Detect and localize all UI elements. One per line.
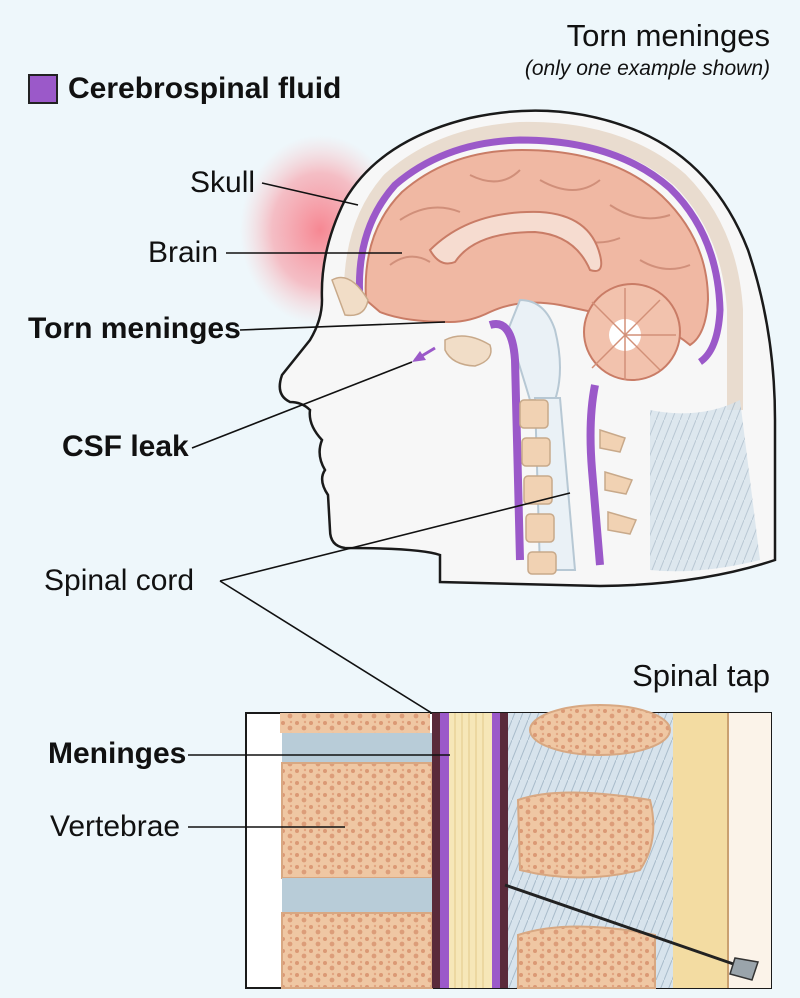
neck-vertebrae — [519, 399, 557, 575]
head-illustration — [240, 109, 777, 588]
legend-label: Cerebrospinal fluid — [68, 72, 342, 105]
heading-title: Torn meninges — [566, 18, 770, 53]
label-spinal-tap: Spinal tap — [632, 658, 770, 693]
spinous-process-3 — [517, 925, 656, 989]
cerebellum-folia — [591, 288, 676, 380]
vertebra-1 — [280, 713, 430, 733]
dura-front — [432, 713, 440, 988]
label-vertebrae: Vertebrae — [50, 810, 181, 843]
label-brain: Brain — [148, 236, 219, 269]
skin-layer — [728, 713, 771, 988]
heading-subtitle: (only one example shown) — [524, 57, 770, 80]
label-torn-meninges: Torn meninges — [28, 312, 241, 345]
csf-swatch — [28, 74, 58, 104]
disc-2 — [282, 878, 432, 913]
label-csf-leak: CSF leak — [62, 430, 189, 463]
corpus-callosum — [428, 210, 603, 272]
spinous-process-1 — [529, 704, 671, 756]
csf-channel-neck-front — [488, 320, 524, 561]
legend: Cerebrospinal fluid — [28, 74, 341, 104]
neck-muscles — [650, 400, 760, 572]
disc-1 — [282, 733, 432, 763]
brain-folds — [389, 169, 691, 270]
csf-channel-neck-back — [586, 384, 604, 566]
csf-leak-arrowhead — [412, 351, 426, 362]
vertebra-2 — [281, 762, 433, 879]
leader-lines-panel — [188, 754, 450, 828]
cauda-equina — [449, 713, 492, 988]
csf-front — [440, 713, 449, 988]
label-skull: Skull — [190, 166, 256, 199]
needle-hub — [729, 957, 759, 981]
cord-fibers — [454, 713, 484, 988]
nasal-bone — [331, 276, 369, 317]
spinal-tap-panel — [245, 704, 772, 989]
vertebra-3 — [281, 912, 433, 989]
csf-layer-brain — [355, 136, 724, 365]
dura-back — [500, 713, 508, 988]
sphenoid-bone — [444, 335, 492, 367]
fat-layer — [673, 713, 728, 988]
neck-spinous-processes — [599, 428, 638, 535]
csf-back — [492, 713, 500, 988]
spinous-process-2 — [516, 791, 655, 879]
spinal-needle — [504, 883, 746, 970]
label-spinal-cord: Spinal cord — [44, 564, 195, 597]
skull-outline — [343, 121, 743, 410]
label-meninges: Meninges — [48, 737, 187, 770]
